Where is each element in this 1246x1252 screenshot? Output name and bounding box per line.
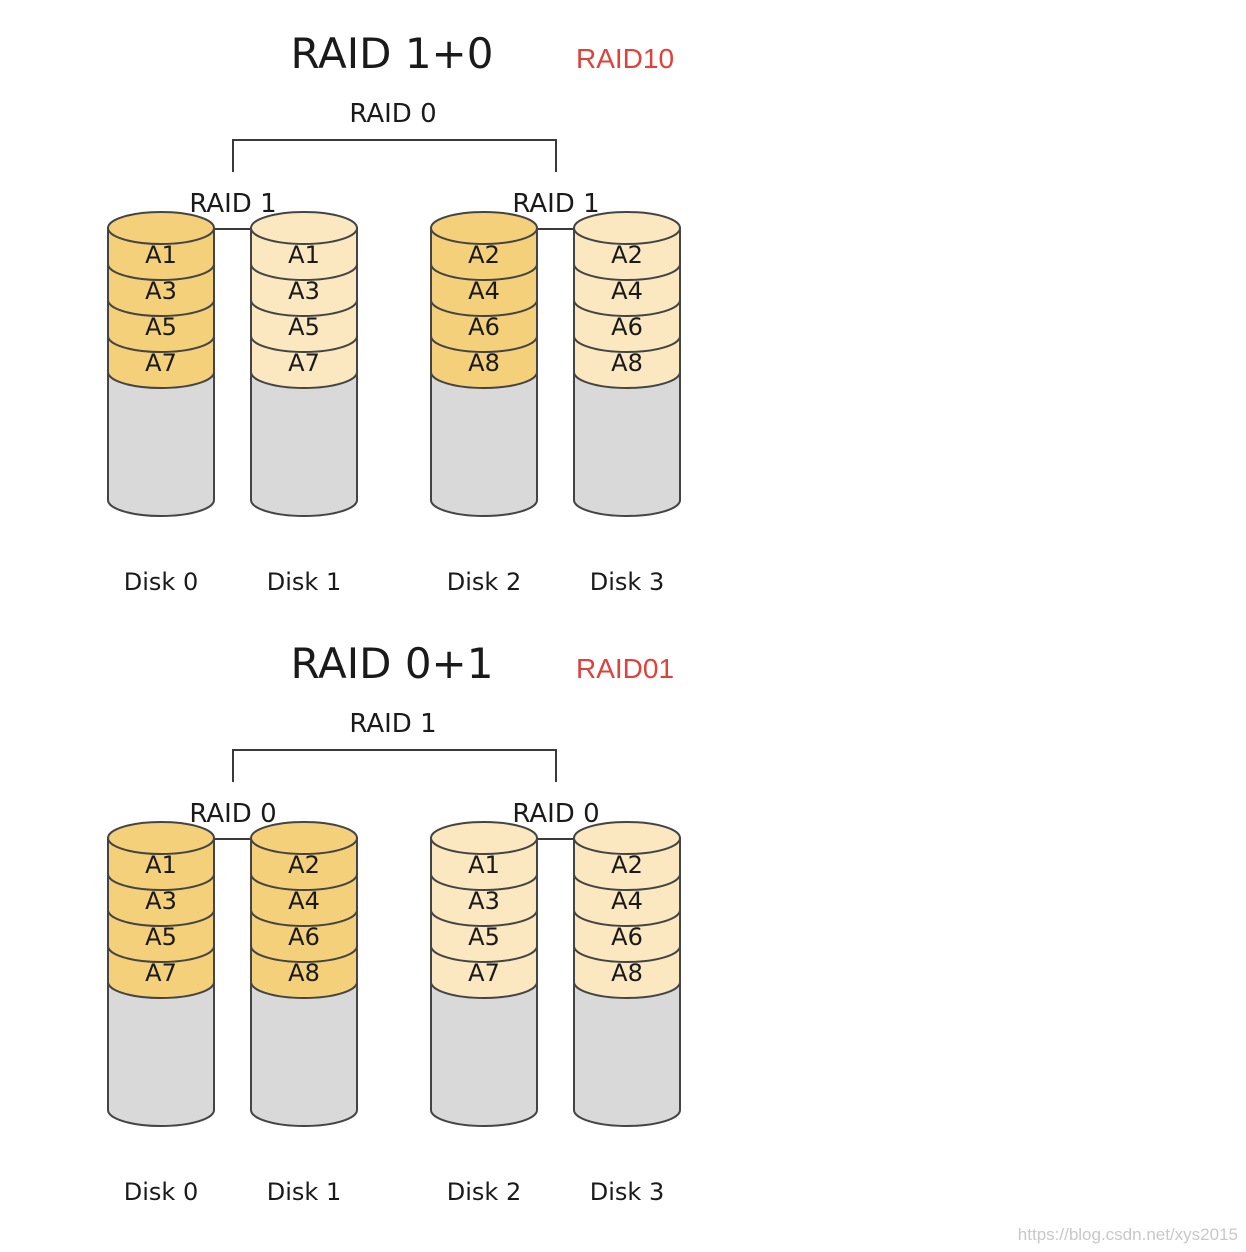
block-label: A8 — [468, 349, 500, 377]
disk-label: Disk 3 — [590, 1178, 664, 1206]
block-label: A5 — [468, 923, 500, 951]
block-label: A8 — [611, 349, 643, 377]
block-label: A3 — [145, 277, 177, 305]
disk-empty-space — [573, 371, 681, 517]
block-label: A1 — [288, 241, 320, 269]
raid10-annotation: RAID10 — [576, 43, 674, 74]
block-label: A3 — [468, 887, 500, 915]
disk-empty-space — [430, 371, 538, 517]
disk-top-cap — [573, 821, 681, 855]
block-label: A5 — [145, 313, 177, 341]
block-label: A2 — [468, 241, 500, 269]
block-label: A6 — [468, 313, 500, 341]
raid01-annotation: RAID01 — [576, 653, 674, 684]
block-label: A2 — [611, 851, 643, 879]
disk-empty-space — [107, 371, 215, 517]
disk-top-cap — [107, 821, 215, 855]
disk-label: Disk 0 — [124, 568, 198, 596]
block-label: A8 — [611, 959, 643, 987]
disk-empty-space — [430, 981, 538, 1127]
watermark-text: https://blog.csdn.net/xys2015 — [1018, 1225, 1238, 1244]
raid01-top-label: RAID 1 — [349, 709, 436, 739]
block-label: A1 — [145, 241, 177, 269]
block-label: A6 — [288, 923, 320, 951]
block-label: A2 — [611, 241, 643, 269]
raid10-title: RAID 1+0 — [291, 29, 494, 78]
block-label: A1 — [145, 851, 177, 879]
raid01-top-bracket — [232, 749, 557, 782]
block-label: A5 — [145, 923, 177, 951]
raid01-sub-label: RAID 0 — [189, 799, 276, 829]
block-label: A7 — [145, 959, 177, 987]
raid10-top-label: RAID 0 — [349, 99, 436, 129]
block-label: A8 — [288, 959, 320, 987]
disk-empty-space — [107, 981, 215, 1127]
block-label: A7 — [145, 349, 177, 377]
disk-empty-space — [573, 981, 681, 1127]
disk-label: Disk 2 — [447, 568, 521, 596]
block-label: A4 — [288, 887, 320, 915]
block-label: A7 — [288, 349, 320, 377]
disk-label: Disk 1 — [267, 1178, 341, 1206]
block-label: A5 — [288, 313, 320, 341]
disk-label: Disk 2 — [447, 1178, 521, 1206]
block-label: A4 — [611, 277, 643, 305]
disk-top-cap — [107, 211, 215, 245]
disk-empty-space — [250, 371, 358, 517]
block-label: A6 — [611, 313, 643, 341]
raid01-title: RAID 0+1 — [291, 639, 494, 688]
disk-label: Disk 3 — [590, 568, 664, 596]
disk-top-cap — [573, 211, 681, 245]
raid01-sub-label: RAID 0 — [512, 799, 599, 829]
block-label: A3 — [145, 887, 177, 915]
block-label: A3 — [288, 277, 320, 305]
block-label: A1 — [468, 851, 500, 879]
block-label: A4 — [611, 887, 643, 915]
disk-label: Disk 0 — [124, 1178, 198, 1206]
disk-label: Disk 1 — [267, 568, 341, 596]
block-label: A2 — [288, 851, 320, 879]
raid10-top-bracket — [232, 139, 557, 172]
raid10-sub-label: RAID 1 — [512, 189, 599, 219]
block-label: A6 — [611, 923, 643, 951]
block-label: A4 — [468, 277, 500, 305]
block-label: A7 — [468, 959, 500, 987]
disk-top-cap — [250, 821, 358, 855]
disk-top-cap — [250, 211, 358, 245]
disk-top-cap — [430, 821, 538, 855]
disk-top-cap — [430, 211, 538, 245]
raid10-sub-label: RAID 1 — [189, 189, 276, 219]
disk-empty-space — [250, 981, 358, 1127]
